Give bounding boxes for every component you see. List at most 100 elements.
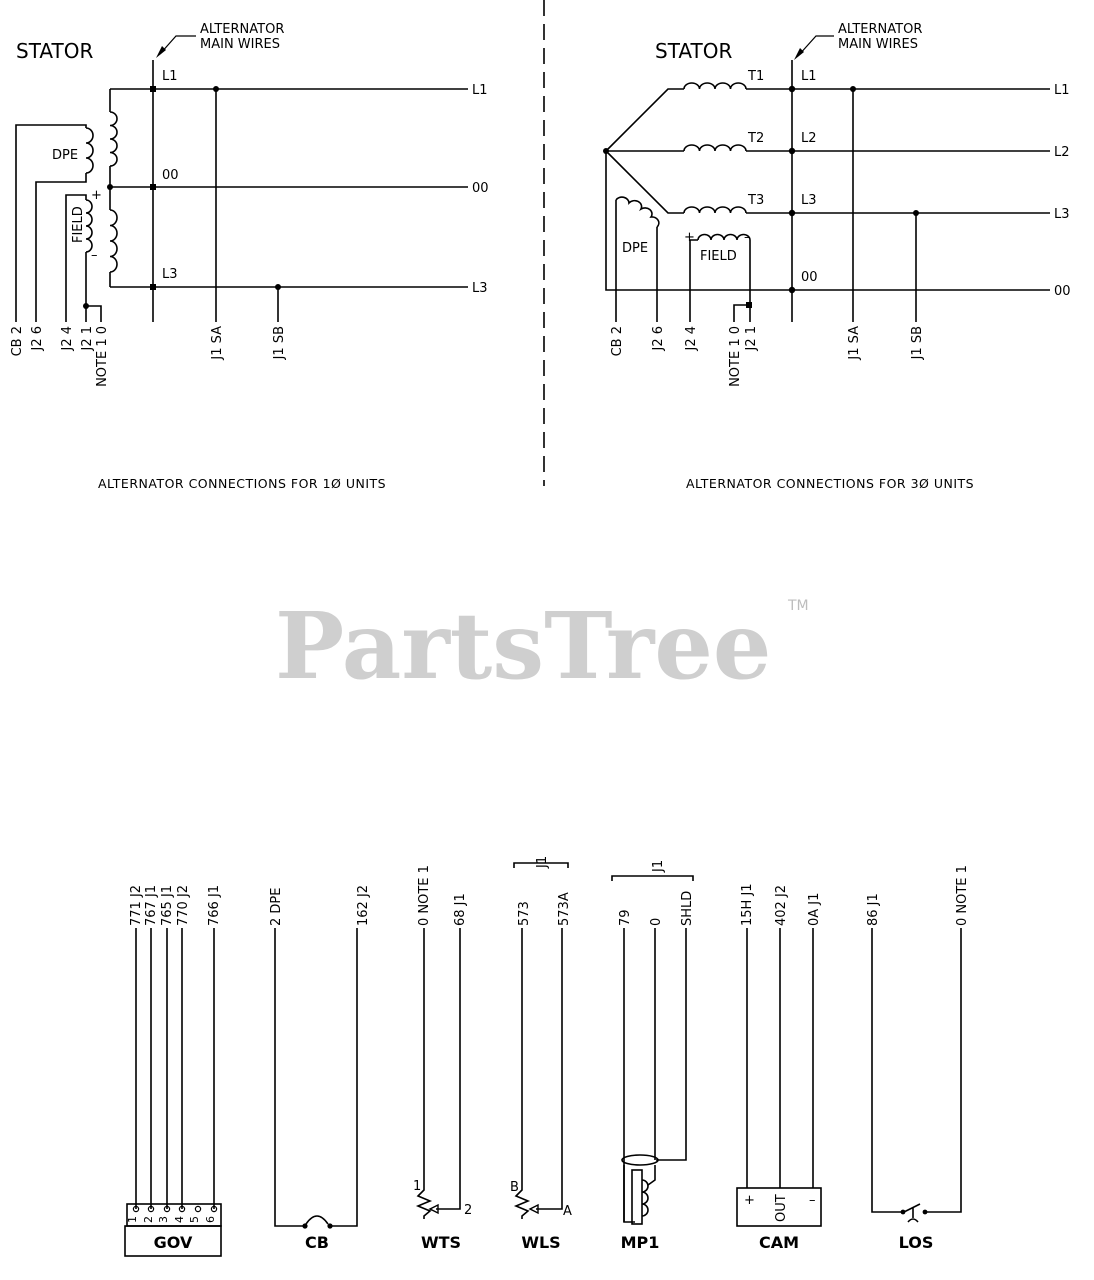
mp1-component: J1 79 0 SHLD MP1 [611,860,695,1252]
los-wire-0: 0 NOTE 1 [955,865,970,926]
three-phase-panel: STATOR ALTERNATOR MAIN WIRES T1 T2 T3 L1… [603,22,1071,491]
bus-label-00-3ph: 00 [801,270,818,285]
wts-wire-68: 68 J1 [453,893,468,926]
gov-pin-1: 1 [126,1216,139,1223]
junction-dots [83,86,281,309]
field-label-3ph: FIELD [700,249,737,264]
leader-arrowhead [156,46,166,58]
winding-t1 [683,82,747,90]
cam-pin-minus: – [809,1193,816,1208]
stator-title-3ph: STATOR [655,39,732,63]
wls-group-label: J1 [535,856,550,869]
lead-label-note1: NOTE 1 0 [95,326,110,387]
cam-body [736,1187,822,1227]
field-lead-j2-4 [65,194,87,322]
bus-label-l3-3ph: L3 [801,193,817,208]
wls-group-bracket [513,862,569,868]
gov-pin-3: 3 [157,1216,170,1223]
trademark-symbol: TM [787,598,809,614]
bus-label-l3-right: L3 [472,281,488,296]
junction-dots-3ph [603,85,919,308]
lead-label-j2-6: J2 6 [30,326,45,352]
wls-component: J1 573 573A B A WLS [510,856,572,1252]
wts-pin-1: 1 [413,1179,421,1194]
field-coil [85,199,93,253]
gov-pin-5: 5 [188,1216,201,1223]
mp1-label: MP1 [621,1233,660,1252]
mp1-wire-79: 79 [618,909,633,926]
wts-component: 0 NOTE 1 68 J1 1 2 WTS [413,865,472,1252]
los-contact-left [900,1209,906,1215]
lead-label-j2-1-3ph: J2 1 [744,326,759,352]
lead-label-note1-3ph: NOTE 1 0 [728,326,743,387]
mp1-group-label: J1 [651,860,666,873]
gov-pin-4: 4 [173,1216,186,1223]
stator-title: STATOR [16,39,93,63]
main-wires-label-1: ALTERNATOR [200,22,284,37]
cb-component: 2 DPE 162 J2 CB [269,885,371,1252]
terminal-t2: T2 [747,131,764,146]
cam-label: CAM [759,1233,799,1252]
gov-pin-2: 2 [142,1216,155,1223]
field-label: FIELD [71,206,86,243]
gov-pin-6: 6 [204,1216,217,1223]
leader-arrowhead-3ph [794,48,804,60]
bus-label-00-right: 00 [472,181,489,196]
wts-resistor [415,928,433,1219]
wts-pin-2: 2 [464,1203,472,1218]
stator-coil-upper [109,111,118,167]
cam-component: 15H J1 402 J2 0A J1 + OUT – CAM [736,883,822,1252]
bus-label-l1-left: L1 [162,69,178,84]
wls-resistor [513,928,531,1219]
lead-label-j2-1: J2 1 [80,326,95,352]
bus-00-3ph [605,151,1050,291]
gov-wire-770: 770 J2 [176,885,191,926]
caption-1-phase: ALTERNATOR CONNECTIONS FOR 1Ø UNITS [98,476,386,491]
field-lead-minus [733,240,751,322]
cam-pin-plus: + [744,1193,755,1208]
wls-wire-573: 573 [517,901,532,926]
wts-wire-0: 0 NOTE 1 [417,865,432,926]
main-wires-label-1-3ph: ALTERNATOR [838,22,922,37]
cb-wires [274,928,358,1227]
field-plus-3ph: + [684,230,695,245]
wts-label: WTS [421,1233,461,1252]
wls-label: WLS [521,1233,560,1252]
bus-label-l2-3ph: L2 [801,131,817,146]
stator-coil-lower [109,209,118,273]
gov-wire-767: 767 J1 [144,885,159,926]
mp1-leads [623,1165,656,1223]
cb-contact-left [302,1223,308,1229]
bus-label-l2-end: L2 [1054,145,1070,160]
bus-label-00-left: 00 [162,168,179,183]
main-wires-label-2: MAIN WIRES [200,37,280,52]
lead-label-j1-sb-3ph: J1 SB [910,326,925,360]
field-minus: – [91,248,98,263]
cb-breaker-arc [305,1215,329,1225]
lead-label-j1-sb: J1 SB [272,326,287,360]
los-component: 86 J1 0 NOTE 1 LOS [866,865,970,1252]
mp1-wire-0: 0 [649,918,664,926]
field-coil-3ph [697,233,751,241]
dpe-coil [85,127,94,174]
bus-label-00-end: 00 [1054,284,1071,299]
caption-3-phase: ALTERNATOR CONNECTIONS FOR 3Ø UNITS [686,476,974,491]
los-wire-86: 86 J1 [866,893,881,926]
wls-wiper-arrow [528,1203,539,1215]
mp1-group-bracket [611,875,694,881]
bus-label-l3-left: L3 [162,267,178,282]
dpe-label-3ph: DPE [622,241,648,256]
gov-pin-circles [132,1205,218,1213]
los-wires [871,928,962,1213]
single-phase-panel: STATOR ALTERNATOR MAIN WIRES L1 00 L3 L1… [10,22,489,491]
los-label: LOS [899,1233,934,1252]
bus-label-l1-end: L1 [1054,83,1070,98]
mp1-wire-shld: SHLD [680,891,695,926]
los-contact-right [922,1209,928,1215]
cam-wire-15h: 15H J1 [740,883,755,926]
lead-label-j1-sa: J1 SA [210,326,225,361]
terminal-t3: T3 [747,193,764,208]
dpe-coil-3ph [615,196,660,322]
winding-t2 [683,144,747,152]
